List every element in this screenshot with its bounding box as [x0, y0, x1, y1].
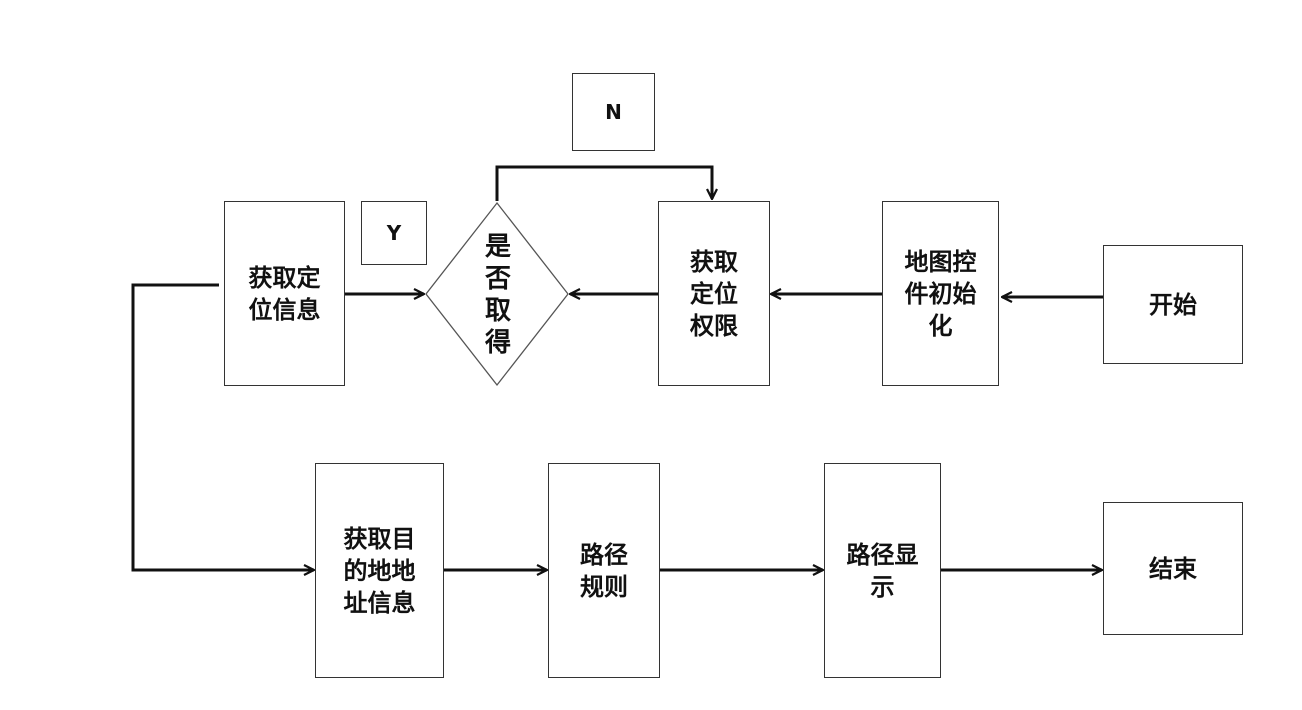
node-route-display: 路径显示	[824, 463, 941, 678]
node-route-display-label: 路径显示	[846, 540, 919, 601]
no-branch-label: N	[572, 73, 655, 151]
node-get-destination: 获取目的地地址信息	[315, 463, 444, 678]
node-route-plan: 路径规则	[548, 463, 660, 678]
node-start-label: 开始	[1149, 290, 1197, 319]
node-end: 结束	[1103, 502, 1243, 635]
node-get-permission-label: 获取定位权限	[690, 247, 738, 340]
node-map-init-label: 地图控件初始化	[904, 247, 977, 340]
no-label-text: N	[605, 100, 622, 124]
node-start: 开始	[1103, 245, 1243, 364]
node-get-location-label: 获取定位信息	[248, 263, 321, 324]
decision-text: 是否取得	[484, 232, 511, 358]
yes-branch-label: Y	[361, 201, 427, 265]
node-route-plan-label: 路径规则	[580, 540, 628, 601]
decision-diamond	[425, 201, 569, 387]
node-get-permission: 获取定位权限	[658, 201, 770, 386]
node-get-location: 获取定位信息	[224, 201, 345, 386]
node-end-label: 结束	[1149, 554, 1197, 583]
node-map-init: 地图控件初始化	[882, 201, 999, 386]
yes-label-text: Y	[386, 221, 402, 245]
node-get-destination-label: 获取目的地地址信息	[343, 524, 416, 617]
decision-label: 是否取得	[484, 231, 512, 359]
arrow-location-to-destination	[131, 283, 314, 570]
arrow-decision-no-loop	[495, 165, 712, 201]
